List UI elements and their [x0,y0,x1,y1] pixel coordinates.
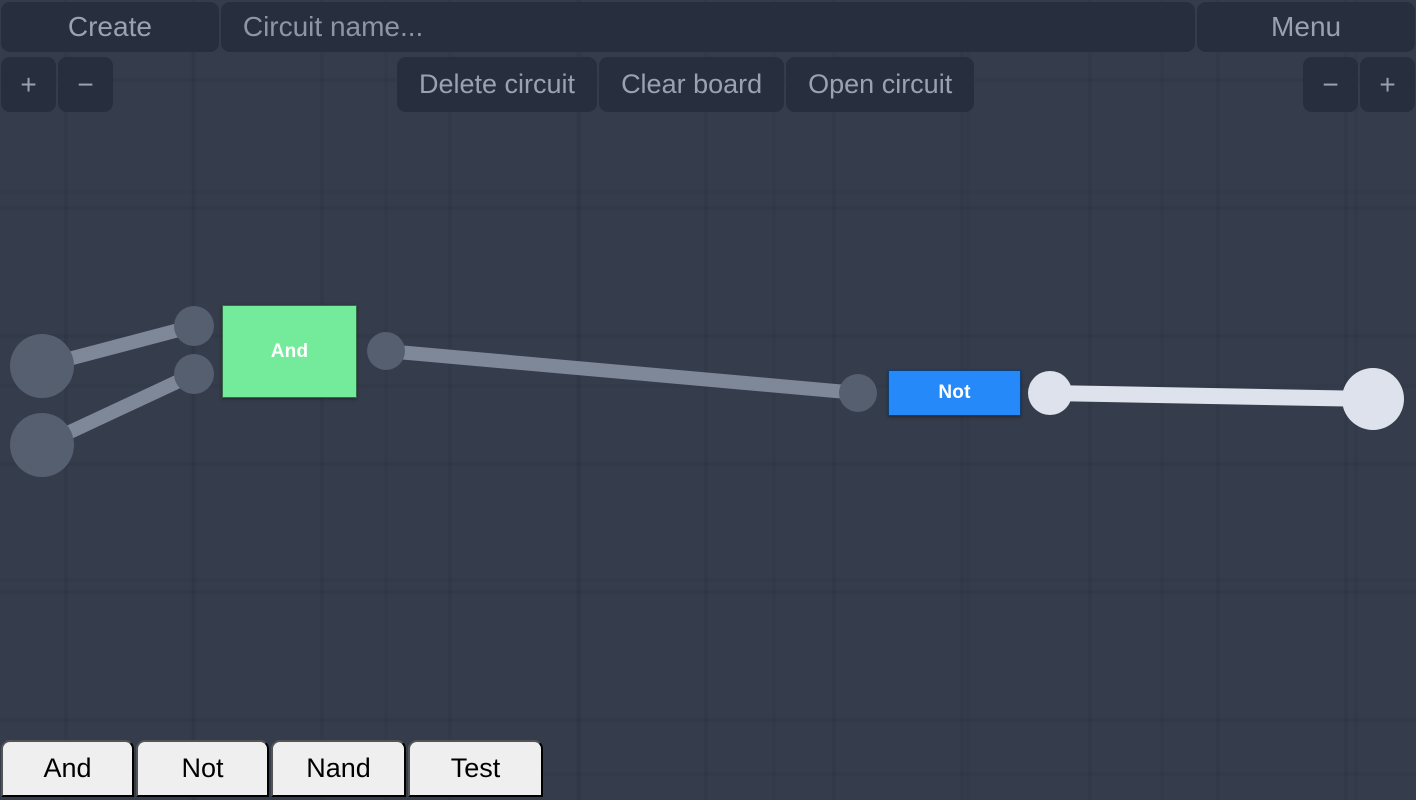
board-action-buttons: Delete circuit Clear board Open circuit [396,55,975,114]
gate-and-label: And [270,340,309,362]
and-input-pin-2[interactable] [174,354,214,394]
wire-and-out-to-not[interactable] [385,344,859,400]
menu-button[interactable]: Menu [1197,2,1415,52]
zoom-controls-right: − + [1302,55,1416,114]
clear-board-button[interactable]: Clear board [599,57,785,112]
zoom-out-right-button[interactable]: − [1303,57,1358,112]
gate-palette-bar: And Not Nand Test [0,740,1416,800]
zoom-in-right-button[interactable]: + [1360,57,1415,112]
circuit-name-input[interactable] [220,2,1196,52]
zoom-in-left-button[interactable]: + [1,57,56,112]
palette-item-nand[interactable]: Nand [271,740,406,797]
wire-not-out-to-output[interactable] [1049,385,1374,407]
and-input-pin-1[interactable] [174,306,214,346]
palette-item-not[interactable]: Not [136,740,269,797]
gate-and[interactable]: And [222,305,357,398]
gate-not[interactable]: Not [888,370,1021,416]
top-toolbar-row-1: Create Menu [0,0,1416,55]
zoom-controls-left: + − [0,55,114,114]
not-output-pin[interactable] [1028,371,1072,415]
zoom-out-left-button[interactable]: − [58,57,113,112]
not-input-pin[interactable] [839,374,877,412]
palette-item-test[interactable]: Test [408,740,543,797]
open-circuit-button[interactable]: Open circuit [786,57,975,112]
top-toolbar-row-2: + − Delete circuit Clear board Open circ… [0,55,1416,115]
output-node[interactable] [1342,368,1404,430]
delete-circuit-button[interactable]: Delete circuit [397,57,598,112]
gate-not-label: Not [938,382,971,403]
input-node-a[interactable] [10,334,74,398]
and-output-pin[interactable] [367,332,405,370]
input-node-b[interactable] [10,413,74,477]
create-button[interactable]: Create [1,2,219,52]
palette-item-and[interactable]: And [1,740,134,797]
